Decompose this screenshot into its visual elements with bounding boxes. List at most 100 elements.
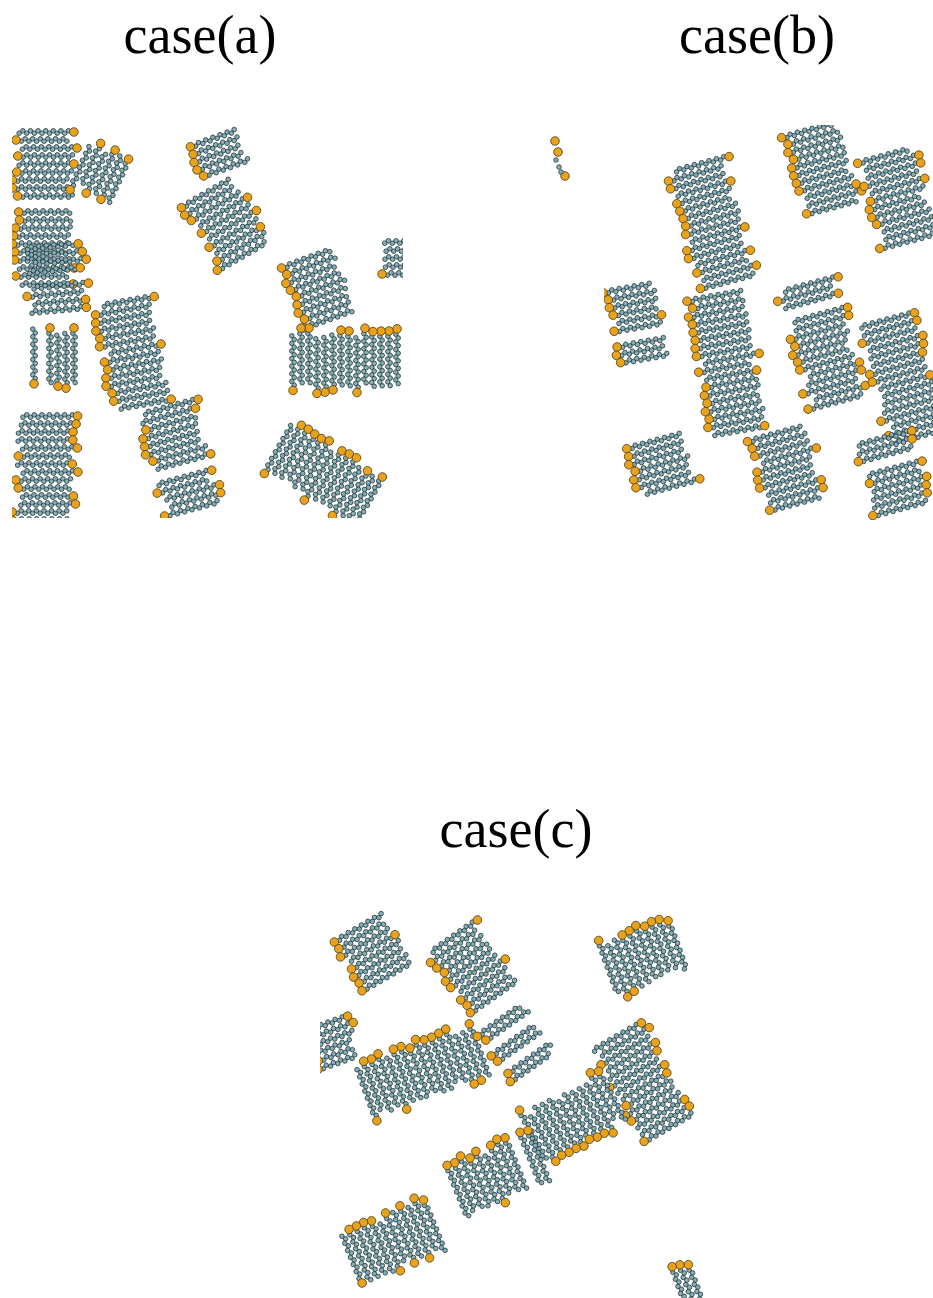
tail-bead [243,232,248,237]
tail-bead [304,465,309,470]
tail-bead [343,477,348,482]
tail-bead [328,255,333,260]
tail-bead [229,259,234,264]
tail-bead [816,133,821,138]
head-bead [150,292,159,301]
tail-bead [78,169,83,174]
tail-bead [152,424,157,429]
tail-bead [175,476,180,481]
tail-bead [302,256,307,261]
tail-bead [341,513,346,518]
tail-bead [365,503,370,508]
tail-bead [277,464,282,469]
head-bead [82,189,91,198]
tail-bead [223,188,228,193]
tail-bead [308,380,313,385]
head-bead [197,229,206,238]
tail-bead [193,196,198,201]
head-bead [82,255,91,264]
head-bead [14,484,23,493]
tail-bead [373,490,378,495]
tail-bead [372,384,377,389]
tail-bead [325,308,330,313]
tail-bead [206,225,211,230]
tail-bead [147,310,152,315]
tail-bead [200,156,205,161]
tail-bead [196,446,201,451]
tail-bead [328,487,333,492]
tail-bead [303,298,308,303]
tail-bead [111,193,116,198]
head-bead [313,389,322,398]
head-bead [205,243,214,252]
tail-bead [247,220,252,225]
tail-bead [356,465,361,470]
tail-bead [181,449,186,454]
head-bead [142,426,151,435]
head-bead [12,224,20,233]
tail-bead [336,457,341,462]
head-bead [95,342,104,351]
tail-bead [351,511,356,516]
tail-bead [336,473,341,478]
head-bead [139,435,148,444]
head-bead [12,256,19,265]
head-bead [363,467,372,476]
head-bead [71,500,80,509]
tail-bead [203,444,208,449]
head-bead [283,270,292,279]
tail-bead [356,487,361,492]
tail-bead [299,274,304,279]
tail-bead [229,221,234,226]
tail-bead [316,445,321,450]
tail-bead [209,233,214,238]
tail-bead [151,441,156,446]
tail-bead [199,148,204,153]
head-bead [70,324,79,333]
tail-bead [813,158,818,163]
head-bead [69,436,78,445]
tail-bead [350,309,355,314]
tail-bead [303,435,308,440]
tail-bead [214,239,219,244]
head-bead [385,327,394,336]
tail-bead [204,485,209,490]
tail-bead [242,242,247,247]
tail-bead [343,286,348,291]
head-bead [149,457,158,466]
head-bead [91,319,100,328]
tail-bead [79,288,84,293]
tail-bead [94,153,99,158]
tail-bead [68,477,73,482]
tail-bead [332,288,337,293]
tail-bead [309,254,314,259]
head-bead [140,443,149,452]
tail-bead [841,145,846,150]
head-bead [102,382,111,391]
tail-bead [402,263,403,268]
tail-bead [64,275,69,280]
tail-bead [345,309,350,314]
tail-bead [103,152,108,157]
tail-bead [210,205,215,210]
head-bead [73,144,82,153]
tail-bead [214,212,219,217]
head-bead [293,301,302,310]
tail-bead [814,150,819,155]
tail-bead [157,365,162,370]
tail-bead [281,441,286,446]
tail-bead [49,380,54,385]
tail-bead [332,480,337,485]
tail-bead [84,156,89,161]
tail-bead [225,130,230,135]
tail-bead [296,432,301,437]
tail-bead [203,209,208,214]
head-bead [96,334,105,343]
tail-bead [104,170,109,175]
tail-bead [346,300,351,305]
head-bead [167,395,176,404]
head-bead [74,468,83,477]
tail-bead [204,479,209,484]
tail-bead [220,140,225,145]
head-bead [317,434,326,443]
